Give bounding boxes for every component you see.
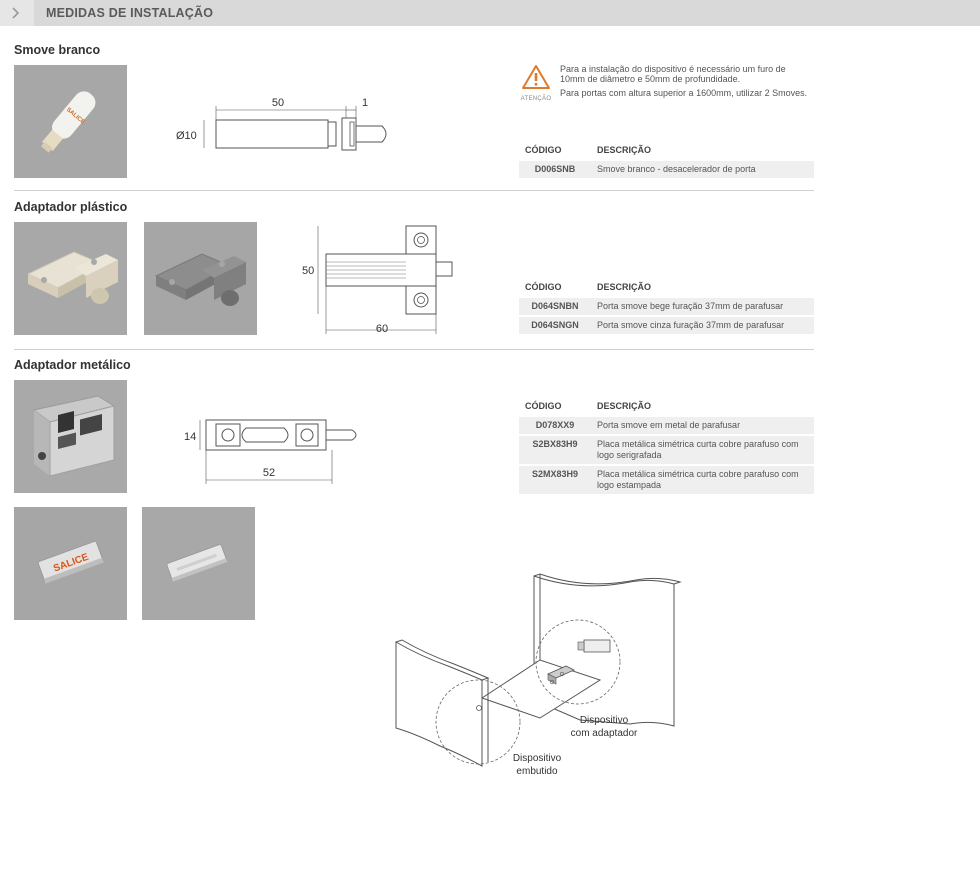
dimension-cap: 1: [362, 97, 368, 109]
product-code: S2BX83H9: [519, 434, 591, 465]
product-table-adaptador-metalico: CÓDIGO DESCRIÇÃO D078XX9 Porta smove em …: [519, 401, 814, 494]
warning-triangle-icon: [522, 65, 550, 89]
warning-block: ATENÇÃO: [519, 64, 553, 102]
section-title-smove-branco: Smove branco: [14, 43, 101, 57]
label-device-adapter-1: Dispositivo: [580, 715, 629, 726]
column-header-description: DESCRIÇÃO: [597, 145, 652, 155]
section-title-adaptador-metalico: Adaptador metálico: [14, 358, 131, 372]
product-code: D064SNGN: [519, 315, 591, 334]
column-header-code: CÓDIGO: [525, 401, 562, 411]
dimension-width: 60: [376, 323, 388, 335]
technical-drawing-smove: 50 1 Ø10: [176, 97, 387, 151]
table-row: D078XX9 Porta smove em metal de parafusa…: [519, 415, 814, 435]
product-description: Porta smove bege furação 37mm de parafus…: [591, 296, 814, 316]
label-device-embedded-1: Dispositivo: [513, 753, 562, 764]
page-title: MEDIDAS DE INSTALAÇÃO: [46, 6, 214, 20]
product-code: D078XX9: [519, 415, 591, 435]
chevron-button[interactable]: [0, 0, 34, 26]
product-description: Smove branco - desacelerador de porta: [591, 159, 814, 178]
technical-drawing-metal-adapter: 14 52: [184, 419, 357, 484]
product-photo-adapter-beige: [14, 222, 127, 335]
label-device-embedded-2: embutido: [516, 766, 558, 777]
product-code: S2MX83H9: [519, 464, 591, 494]
section-divider: [14, 190, 814, 191]
dimension-length: 50: [272, 97, 284, 109]
installation-illustration: Dispositivo com adaptador Dispositivo em…: [395, 573, 682, 777]
column-header-code: CÓDIGO: [525, 282, 562, 292]
product-photo-metal-adapter: [14, 380, 127, 493]
product-table-adaptador-plastico: CÓDIGO DESCRIÇÃO D064SNBN Porta smove be…: [519, 282, 814, 334]
column-header-description: DESCRIÇÃO: [597, 282, 652, 292]
product-photo-plate-stamped: [142, 507, 255, 620]
notice-line-1: Para a instalação do dispositivo é neces…: [560, 64, 786, 84]
product-description: Porta smove cinza furação 37mm de parafu…: [591, 315, 814, 334]
section-title-adaptador-plastico: Adaptador plástico: [14, 200, 128, 214]
column-header-description: DESCRIÇÃO: [597, 401, 652, 411]
technical-drawing-plastic-adapter: 50 60: [302, 225, 453, 335]
column-header-code: CÓDIGO: [525, 145, 562, 155]
table-row: S2MX83H9 Placa metálica simétrica curta …: [519, 464, 814, 494]
dimension-diameter: Ø10: [176, 130, 197, 142]
chevron-right-icon: [12, 7, 20, 19]
product-description: Porta smove em metal de parafusar: [591, 415, 814, 435]
section-divider: [14, 349, 814, 350]
notice-line-2: Para portas com altura superior a 1600mm…: [560, 88, 808, 98]
table-row: D006SNB Smove branco - desacelerador de …: [519, 159, 814, 178]
product-description: Placa metálica simétrica curta cobre par…: [591, 434, 814, 465]
product-code: D064SNBN: [519, 296, 591, 316]
table-row: D064SNGN Porta smove cinza furação 37mm …: [519, 315, 814, 334]
product-code: D006SNB: [519, 159, 591, 178]
product-photo-smove-branco: SALICE: [14, 65, 127, 178]
table-row: S2BX83H9 Placa metálica simétrica curta …: [519, 434, 814, 465]
dimension-height: 50: [302, 265, 314, 277]
product-table-smove-branco: CÓDIGO DESCRIÇÃO D006SNB Smove branco - …: [519, 145, 814, 178]
table-row: D064SNBN Porta smove bege furação 37mm d…: [519, 296, 814, 316]
dimension-width: 52: [263, 467, 275, 479]
dimension-height: 14: [184, 431, 196, 443]
label-device-adapter-2: com adaptador: [571, 728, 638, 739]
section-header-bar: MEDIDAS DE INSTALAÇÃO: [0, 0, 980, 26]
product-photo-plate-serigraphed: SALICE: [14, 507, 127, 620]
product-photo-adapter-grey: [144, 222, 257, 335]
product-description: Placa metálica simétrica curta cobre par…: [591, 464, 814, 494]
warning-label: ATENÇÃO: [520, 96, 552, 102]
